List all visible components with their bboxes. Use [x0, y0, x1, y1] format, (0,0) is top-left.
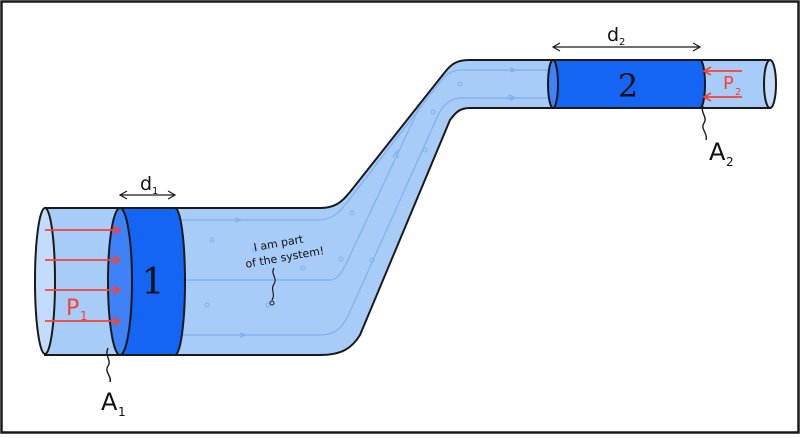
- svg-text:P: P: [66, 296, 79, 321]
- streamlines: [180, 67, 555, 338]
- d1-dimension: d 1: [118, 173, 177, 200]
- section-2-number: 2: [618, 67, 638, 105]
- a2-label: A 2: [701, 105, 734, 169]
- bubbles: [204, 81, 513, 308]
- right-pipe-opening: [763, 59, 777, 109]
- left-pipe-opening: [34, 207, 56, 355]
- svg-text:d: d: [607, 24, 619, 46]
- svg-text:P: P: [723, 73, 734, 94]
- note-pointer: [271, 267, 276, 301]
- p2-label: P 2: [723, 73, 741, 98]
- svg-text:2: 2: [735, 87, 741, 98]
- section-1-number: 1: [142, 262, 165, 303]
- a1-label: A 1: [101, 347, 126, 419]
- svg-text:1: 1: [118, 405, 126, 419]
- note-particle: [269, 300, 275, 306]
- section-1: 1: [107, 207, 186, 356]
- svg-text:A: A: [709, 138, 726, 166]
- section-2: 2: [547, 59, 706, 109]
- svg-text:d: d: [140, 173, 152, 195]
- svg-text:A: A: [101, 388, 118, 416]
- svg-text:2: 2: [726, 155, 734, 169]
- p2-arrows: [702, 66, 742, 102]
- svg-text:2: 2: [619, 37, 625, 48]
- svg-text:1: 1: [80, 309, 88, 323]
- svg-text:1: 1: [152, 186, 158, 197]
- p1-label: P 1: [66, 296, 88, 323]
- d2-dimension: d 2: [551, 24, 702, 52]
- p1-arrows: [45, 225, 122, 326]
